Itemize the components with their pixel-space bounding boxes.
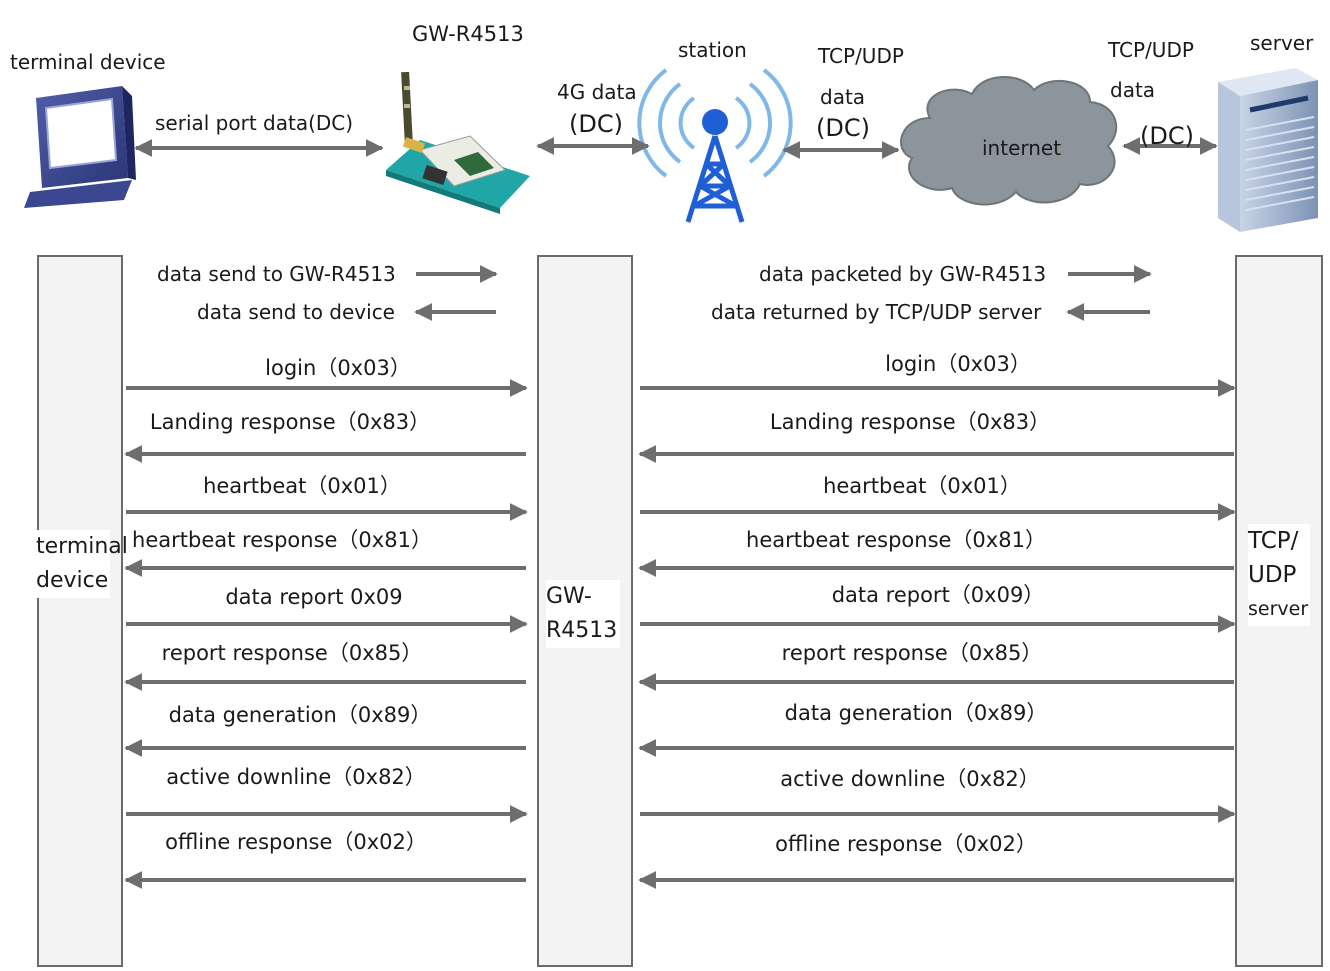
station-label: station — [678, 38, 747, 62]
link-4g-dc-label: (DC) — [569, 110, 623, 138]
lane-server-label: TCP/ UDP server — [1248, 524, 1310, 626]
lane-server-line1: TCP/ — [1248, 528, 1299, 554]
right-msg-label: heartbeat（0x01） — [823, 474, 1021, 498]
left-msg-label: Landing response（0x83） — [149, 410, 431, 434]
computer-icon — [24, 86, 136, 208]
cloud-icon — [900, 76, 1118, 206]
router-icon — [386, 71, 530, 214]
lane-server-line3: server — [1248, 598, 1309, 620]
lane-terminal — [37, 255, 123, 967]
right-msg-label: data report（0x09） — [831, 583, 1045, 607]
link-4g-label: 4G data — [557, 80, 637, 104]
link-tcp2-data-label: data — [1110, 78, 1156, 102]
lane-gateway-line2: R4513 — [546, 618, 618, 643]
left-msg-label: login（0x03） — [265, 356, 411, 380]
link-tcp1-dc-label: (DC) — [816, 114, 870, 142]
left-msg-label: active downline（0x82） — [166, 765, 426, 789]
top-links — [134, 137, 1218, 159]
left-msg-label: data generation（0x89） — [168, 703, 432, 727]
legend-left-send: data send to GW-R4513 — [157, 262, 396, 286]
legend-left-return: data send to device — [197, 300, 395, 324]
server-label: server — [1250, 31, 1314, 55]
lane-gateway-label: GW- R4513 — [546, 580, 620, 648]
link-tcp2-protocol-label: TCP/UDP — [1108, 38, 1194, 62]
left-msg-label: report response（0x85） — [161, 641, 423, 665]
right-msg-label: login（0x03） — [885, 352, 1031, 376]
legend-right-return: data returned by TCP/UDP server — [711, 300, 1042, 324]
lane-terminal-line1: terminal — [36, 534, 128, 559]
terminal-device-label: terminal device — [10, 50, 166, 74]
lifelines — [37, 255, 1323, 967]
right-msg-label: report response（0x85） — [781, 641, 1043, 665]
server-icon — [1218, 68, 1318, 232]
link-tcp1-data-label: data — [820, 85, 866, 109]
right-msg-label: Landing response（0x83） — [769, 410, 1051, 434]
message-arrows — [124, 379, 1236, 889]
right-msg-label: data generation（0x89） — [784, 701, 1048, 725]
left-msg-label: data report 0x09 — [225, 585, 403, 609]
gateway-label: GW-R4513 — [412, 22, 524, 46]
tower-icon — [637, 68, 793, 223]
lane-server-line2: UDP — [1248, 562, 1297, 588]
link-tcp1-protocol-label: TCP/UDP — [818, 44, 904, 68]
left-msg-label: heartbeat response（0x81） — [132, 528, 432, 552]
left-msg-label: heartbeat（0x01） — [203, 474, 401, 498]
link-serial-label: serial port data(DC) — [155, 111, 354, 135]
lane-terminal-line2: device — [36, 568, 109, 593]
link-tcp2-dc-label: (DC) — [1140, 122, 1194, 150]
internet-label: internet — [982, 136, 1062, 160]
right-msg-label: offline response（0x02） — [775, 832, 1037, 856]
right-msg-label: active downline（0x82） — [780, 767, 1040, 791]
left-msg-label: offline response（0x02） — [165, 830, 427, 854]
lane-gateway-line1: GW- — [546, 584, 592, 609]
legend-right-send: data packeted by GW-R4513 — [759, 262, 1047, 286]
right-msg-label: heartbeat response（0x81） — [746, 528, 1046, 552]
legend-arrows — [414, 265, 1152, 321]
lane-terminal-label: terminal device — [36, 530, 128, 598]
